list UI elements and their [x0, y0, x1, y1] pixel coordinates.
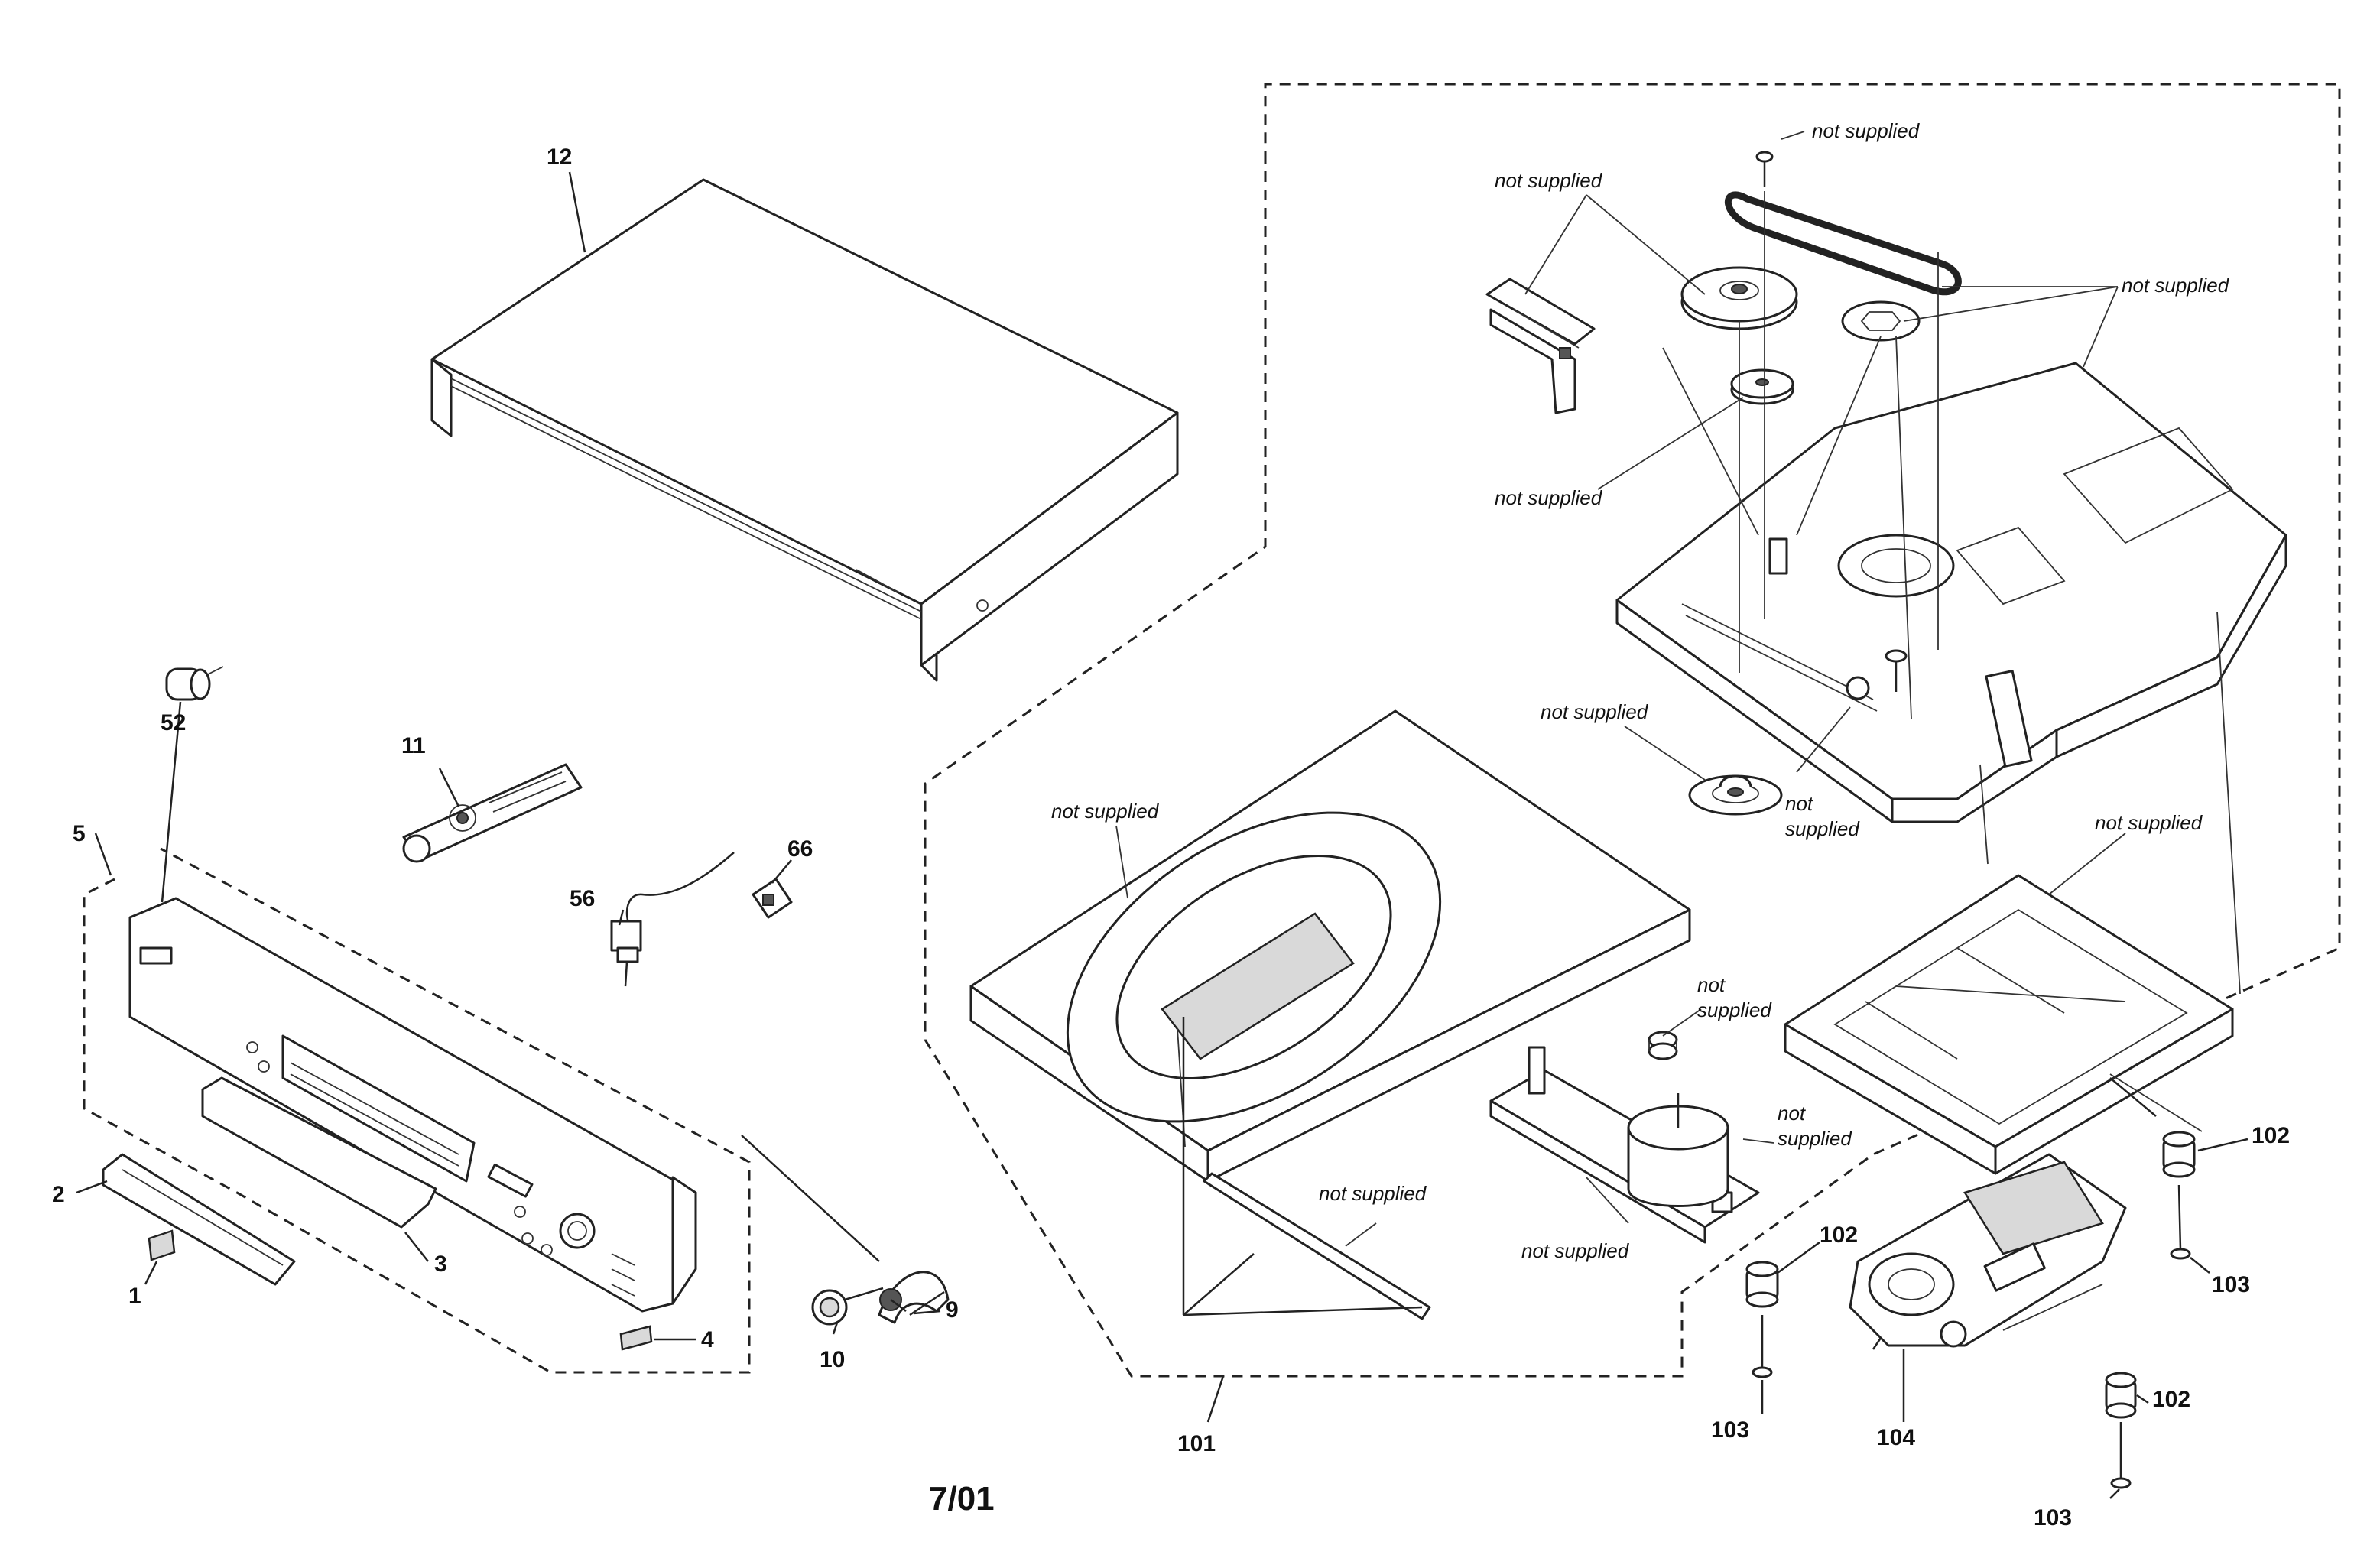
note-not-supplied-rail: not supplied — [1319, 1182, 1427, 1205]
power-switch-part — [741, 1135, 950, 1324]
leader-lines-101 — [1182, 1017, 1423, 1316]
label-12: 12 — [547, 144, 572, 170]
note-not-supplied-pulley-line2: supplied — [1697, 998, 1772, 1021]
label-2: 2 — [52, 1182, 65, 1207]
label-11: 11 — [401, 733, 426, 758]
note-not-supplied-turntable: not supplied — [2122, 274, 2230, 297]
screw-part-upper — [2170, 1184, 2191, 1260]
damper-part-upper — [2162, 1131, 2196, 1178]
window-strip-part — [102, 1153, 296, 1286]
knob-part — [161, 666, 224, 903]
callout-leaders — [1115, 131, 2203, 1247]
note-not-supplied-board: not supplied — [1521, 1239, 1630, 1262]
note-not-supplied-spring-line1: not — [1785, 792, 1814, 815]
label-101: 101 — [1177, 1431, 1216, 1456]
label-103-upper: 103 — [2212, 1272, 2250, 1297]
label-56: 56 — [570, 886, 595, 911]
note-not-supplied-screw: not supplied — [1812, 119, 1921, 142]
label-102-left: 102 — [1820, 1222, 1858, 1248]
label-52: 52 — [161, 710, 186, 735]
label-3: 3 — [434, 1251, 447, 1277]
label-102-lower: 102 — [2152, 1387, 2190, 1412]
remote-control-part — [402, 763, 583, 863]
top-cover-part — [430, 178, 1179, 682]
note-not-supplied-clamp: not supplied — [1541, 700, 1649, 723]
note-not-supplied-frame: not supplied — [2095, 811, 2203, 834]
label-10: 10 — [820, 1347, 845, 1372]
note-not-supplied-gear: not supplied — [1495, 486, 1603, 509]
bottom-frame-part — [1784, 874, 2234, 1175]
assembly-lines — [1662, 191, 2241, 995]
chassis-screw-part — [1885, 649, 1908, 692]
disc-door-part — [201, 1076, 437, 1229]
small-gear-part — [1730, 368, 1794, 405]
optical-pickup-part — [1849, 1153, 2127, 1348]
damper-part-lower — [2105, 1372, 2137, 1419]
front-panel-part — [128, 897, 697, 1313]
screw-part — [1755, 151, 1774, 187]
note-not-supplied-tray: not supplied — [1051, 800, 1160, 823]
drive-belt-part — [1725, 191, 1962, 296]
mechanism-assembly-boundary — [924, 83, 2341, 1378]
tray-rail-part — [1203, 1172, 1431, 1320]
part-number-leaders — [76, 171, 2248, 1499]
mechanism-chassis-part — [1615, 362, 2287, 823]
badge-plate-part — [148, 1229, 176, 1261]
screw-part-lower — [2110, 1422, 2132, 1489]
label-5: 5 — [73, 821, 86, 846]
label-66: 66 — [787, 836, 813, 862]
screw-part-left — [1752, 1315, 1773, 1378]
turntable-part — [1841, 300, 1921, 342]
label-104: 104 — [1877, 1425, 1915, 1450]
date-code: 7/01 — [929, 1480, 995, 1518]
front-panel-assembly-boundary — [83, 847, 751, 1374]
note-not-supplied-pulley-line1: not — [1697, 973, 1726, 996]
sled-assembly-part — [1485, 278, 1596, 414]
disc-tray-part — [969, 709, 1691, 1183]
note-not-supplied-motor-line2: supplied — [1778, 1127, 1852, 1150]
label-102-upper: 102 — [2252, 1123, 2290, 1148]
note-not-supplied-spring-line2: supplied — [1785, 817, 1860, 840]
small-bracket-part — [619, 1325, 653, 1351]
label-103-lower: 103 — [2034, 1505, 2072, 1531]
label-103-left: 103 — [1711, 1417, 1749, 1443]
connector-part — [752, 878, 793, 919]
pulley-gear-part — [1680, 266, 1798, 330]
label-9: 9 — [946, 1297, 959, 1323]
label-1: 1 — [128, 1284, 141, 1309]
power-knob-part — [811, 1287, 884, 1326]
cable-harness-part — [610, 852, 735, 987]
spindle-clamp-part — [1688, 774, 1783, 816]
note-not-supplied-sled: not supplied — [1495, 169, 1603, 192]
motor-part — [1627, 1031, 1729, 1207]
label-4: 4 — [701, 1327, 714, 1352]
note-not-supplied-motor-line1: not — [1778, 1102, 1807, 1125]
damper-part-left — [1745, 1261, 1779, 1308]
